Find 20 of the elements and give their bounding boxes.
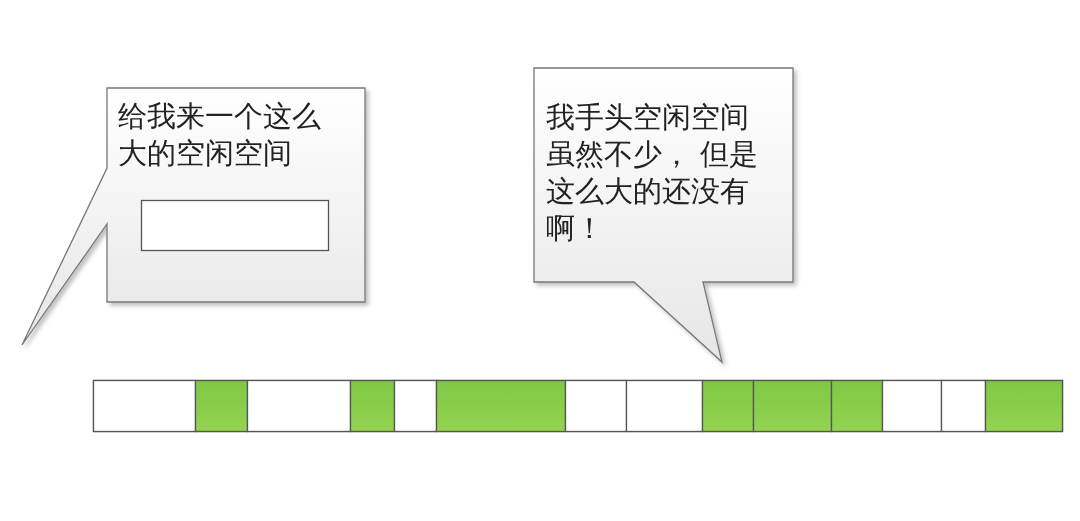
memory-block bbox=[394, 380, 437, 432]
speech-bubble bbox=[20, 86, 368, 348]
memory-bar bbox=[93, 380, 1063, 432]
speech-text: 给我来一个这么大的空闲空间 bbox=[118, 98, 322, 172]
memory-block bbox=[350, 380, 395, 432]
memory-block bbox=[247, 380, 351, 432]
memory-block bbox=[93, 380, 196, 432]
memory-block bbox=[882, 380, 942, 432]
requested-block bbox=[141, 200, 329, 251]
memory-block bbox=[831, 380, 883, 432]
memory-block bbox=[626, 380, 703, 432]
memory-block bbox=[753, 380, 832, 432]
speech-bubble bbox=[532, 66, 796, 364]
memory-block bbox=[985, 380, 1063, 432]
memory-block bbox=[702, 380, 754, 432]
speech-text: 我手头空闲空间虽然不少， 但是这么大的还没有啊！ bbox=[546, 99, 760, 247]
memory-block bbox=[436, 380, 566, 432]
memory-block bbox=[565, 380, 627, 432]
memory-block bbox=[941, 380, 986, 432]
memory-block bbox=[195, 380, 248, 432]
